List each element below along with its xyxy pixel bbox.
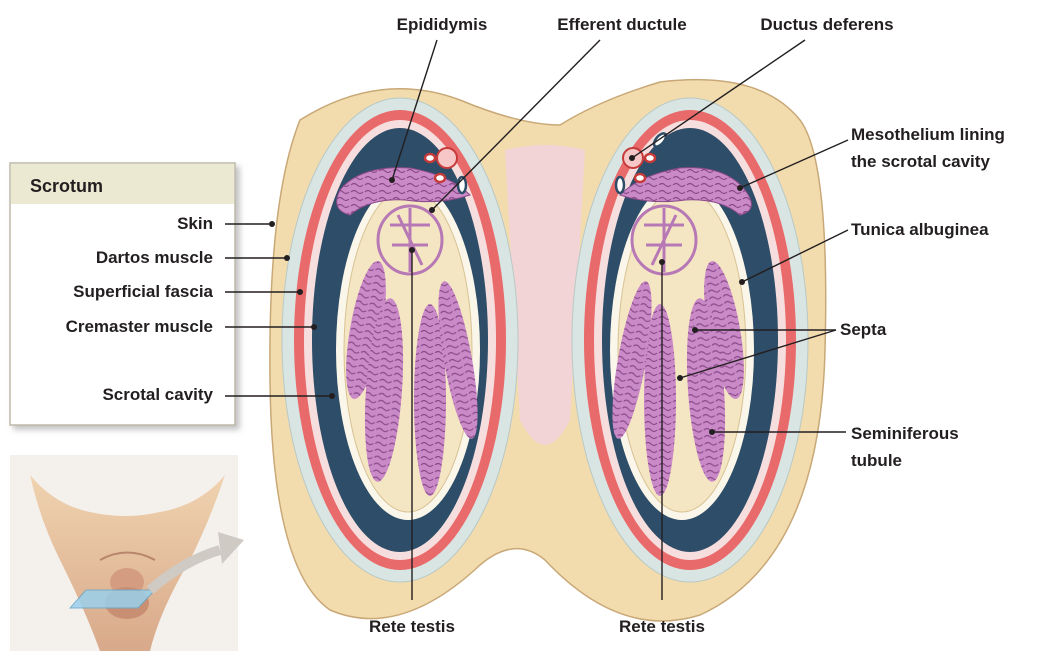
label-seminiferous-1: Seminiferous [851,424,959,443]
label-rete-testis-right: Rete testis [619,617,705,636]
label-mesothelium-2: the scrotal cavity [851,152,990,171]
legend-item-skin: Skin [177,214,213,233]
legend-item-cavity: Scrotal cavity [102,385,213,404]
label-epididymis: Epididymis [397,15,488,34]
cross-section [270,80,826,621]
label-ductus-deferens: Ductus deferens [760,15,893,34]
right-testis [572,98,808,582]
label-septa: Septa [840,320,887,339]
label-efferent-ductule: Efferent ductule [557,15,686,34]
legend-item-dartos: Dartos muscle [96,248,213,267]
locator-inset [10,455,244,651]
label-mesothelium-1: Mesothelium lining [851,125,1005,144]
left-testis [282,98,518,582]
label-rete-testis-left: Rete testis [369,617,455,636]
label-seminiferous-2: tubule [851,451,902,470]
legend-item-cremaster: Cremaster muscle [66,317,213,336]
label-tunica-albuginea: Tunica albuginea [851,220,989,239]
legend-item-fascia: Superficial fascia [73,282,213,301]
legend-title: Scrotum [30,176,103,196]
